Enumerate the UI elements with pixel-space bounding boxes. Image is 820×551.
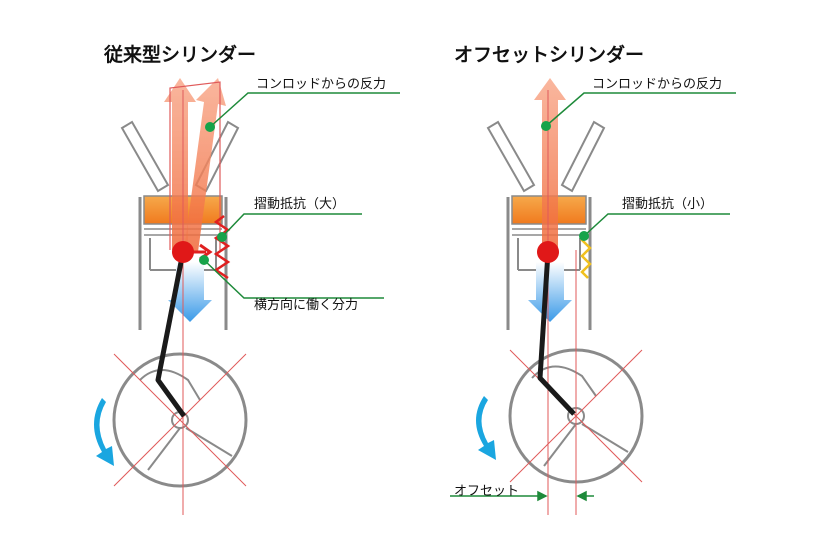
left-title: 従来型シリンダー: [104, 44, 257, 66]
right-rotation-arrow: [476, 396, 496, 460]
left-force-outline: [169, 81, 221, 250]
left-friction-zigzag: [213, 215, 231, 280]
right-title: オフセットシリンダー: [454, 44, 645, 66]
leader-dot: [579, 231, 589, 241]
left-label-conrod-reaction: コンロッドからの反力: [256, 77, 387, 92]
leader-lines: [203, 92, 736, 299]
right-label-conrod-reaction: コンロッドからの反力: [592, 77, 723, 92]
left-crank-webs: [139, 369, 233, 471]
left-label-sliding-resistance: 摺動抵抗（大）: [254, 197, 346, 212]
right-force-arrow: [534, 78, 566, 250]
left-crank-diagonals: [113, 353, 247, 487]
right-label-offset: オフセット: [454, 484, 520, 499]
right-engine: [450, 78, 644, 515]
left-engine: [94, 78, 248, 515]
right-conrod: [537, 251, 576, 416]
right-valves: [486, 120, 606, 193]
left-wrist-pin: [172, 241, 194, 263]
right-down-arrow: [528, 262, 572, 322]
right-label-sliding-resistance: 摺動抵抗（小）: [622, 197, 714, 212]
right-wrist-pin: [537, 241, 559, 263]
leader-dot: [541, 121, 551, 131]
left-rotation-arrow: [94, 398, 114, 466]
leader-dot: [199, 255, 209, 265]
left-label-lateral-force: 横方向に働く分力: [254, 298, 359, 313]
leader-dots: [199, 121, 589, 265]
left-conrod: [155, 251, 187, 418]
leader-dot: [217, 232, 227, 242]
right-crank-webs: [531, 365, 629, 467]
leader-dot: [205, 122, 215, 132]
offset-dimension: [450, 490, 594, 502]
